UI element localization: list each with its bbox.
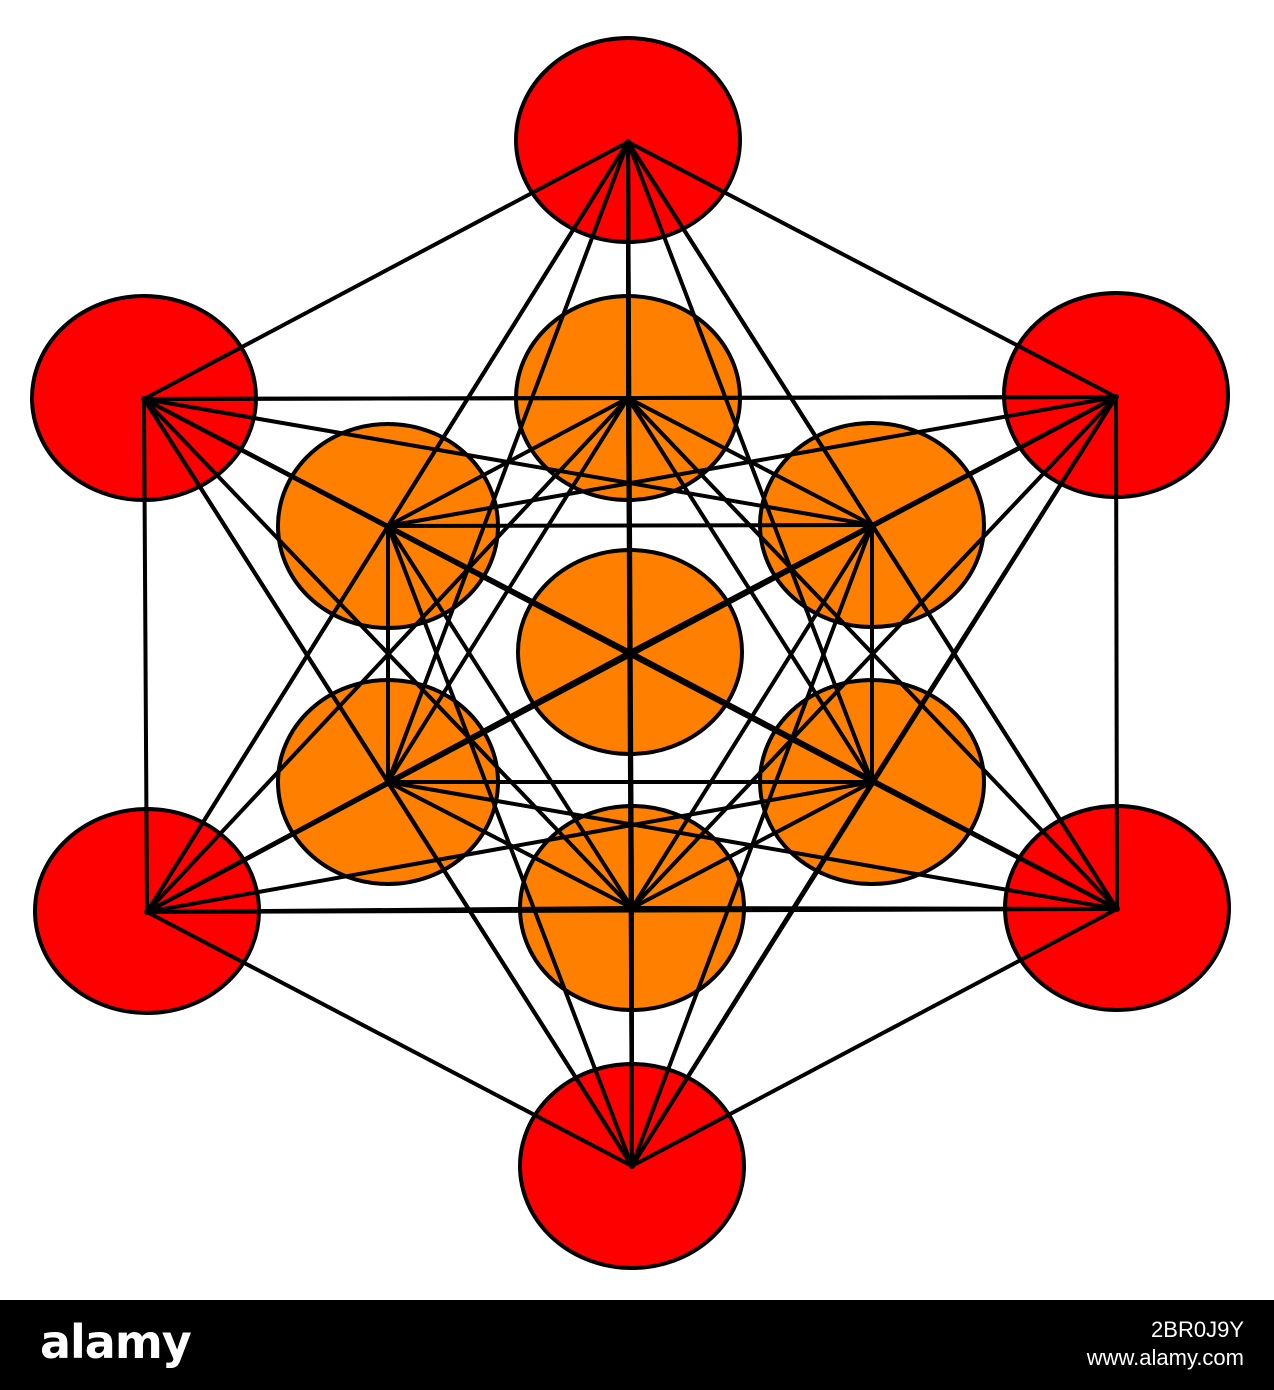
line-bottom-to-inner-lower-right: [630, 780, 874, 1168]
hub-inner-top: [625, 395, 631, 401]
line-bottom-to-inner-lower-left: [386, 780, 634, 1168]
hub-center: [627, 649, 633, 655]
hub-lower-right: [1114, 906, 1120, 912]
line-top-to-upper-right: [626, 140, 1118, 399]
site-url: www.alamy.com: [1086, 1345, 1244, 1370]
line-top-to-inner-upper-left: [386, 140, 630, 528]
line-upper-right-to-inner-top: [626, 395, 1118, 400]
line-inner-upper-left-to-inner-upper-right: [386, 523, 874, 528]
line-upper-left-to-lower-left: [142, 397, 149, 914]
hub-inner-bottom: [629, 905, 635, 911]
brand-logo: alamy: [40, 1315, 192, 1369]
footer-bar: alamy 2BR0J9Y www.alamy.com: [0, 1300, 1274, 1390]
line-lower-right-to-bottom: [630, 907, 1119, 1168]
line-center-to-inner-lower-right: [628, 650, 874, 784]
hub-top: [625, 139, 631, 145]
line-upper-right-to-lower-right: [1114, 395, 1119, 911]
line-inner-top-to-inner-upper-right: [626, 396, 874, 527]
line-lower-left-to-bottom: [145, 910, 634, 1168]
connection-lines: [142, 140, 1119, 1168]
diagram-canvas: [30, 36, 1231, 1270]
line-top-to-upper-left: [142, 140, 630, 401]
line-hubs: [141, 139, 1120, 1169]
footer-meta: 2BR0J9Y www.alamy.com: [1087, 1316, 1244, 1372]
metatrons-cube-diagram: [30, 36, 1231, 1270]
hub-upper-left: [141, 396, 147, 402]
hub-lower-left: [144, 909, 150, 915]
line-upper-right-to-inner-lower-right: [870, 395, 1118, 784]
line-lower-right-to-inner-upper-right: [870, 523, 1119, 911]
hub-inner-upper-right: [869, 522, 875, 528]
line-center-to-inner-lower-left: [386, 650, 632, 784]
hub-inner-lower-right: [869, 779, 875, 785]
line-lower-left-to-inner-bottom: [145, 906, 634, 914]
image-id: 2BR0J9Y: [1151, 1317, 1244, 1342]
line-inner-top-to-inner-upper-left: [386, 396, 630, 528]
line-lower-left-to-inner-lower-left: [145, 780, 390, 914]
line-lower-right-to-inner-bottom: [630, 906, 1119, 911]
line-lower-right-to-inner-lower-right: [870, 780, 1119, 911]
hub-inner-upper-left: [385, 523, 391, 529]
line-lower-left-to-inner-upper-left: [145, 524, 390, 914]
line-inner-lower-left-to-inner-bottom: [386, 780, 634, 910]
line-upper-left-to-inner-lower-left: [142, 397, 390, 784]
line-top-to-inner-upper-right: [626, 140, 874, 527]
hub-inner-lower-left: [385, 779, 391, 785]
hub-upper-right: [1113, 394, 1119, 400]
hub-bottom: [629, 1163, 635, 1169]
line-inner-lower-right-to-inner-bottom: [630, 780, 874, 910]
line-upper-left-to-inner-top: [142, 396, 630, 401]
